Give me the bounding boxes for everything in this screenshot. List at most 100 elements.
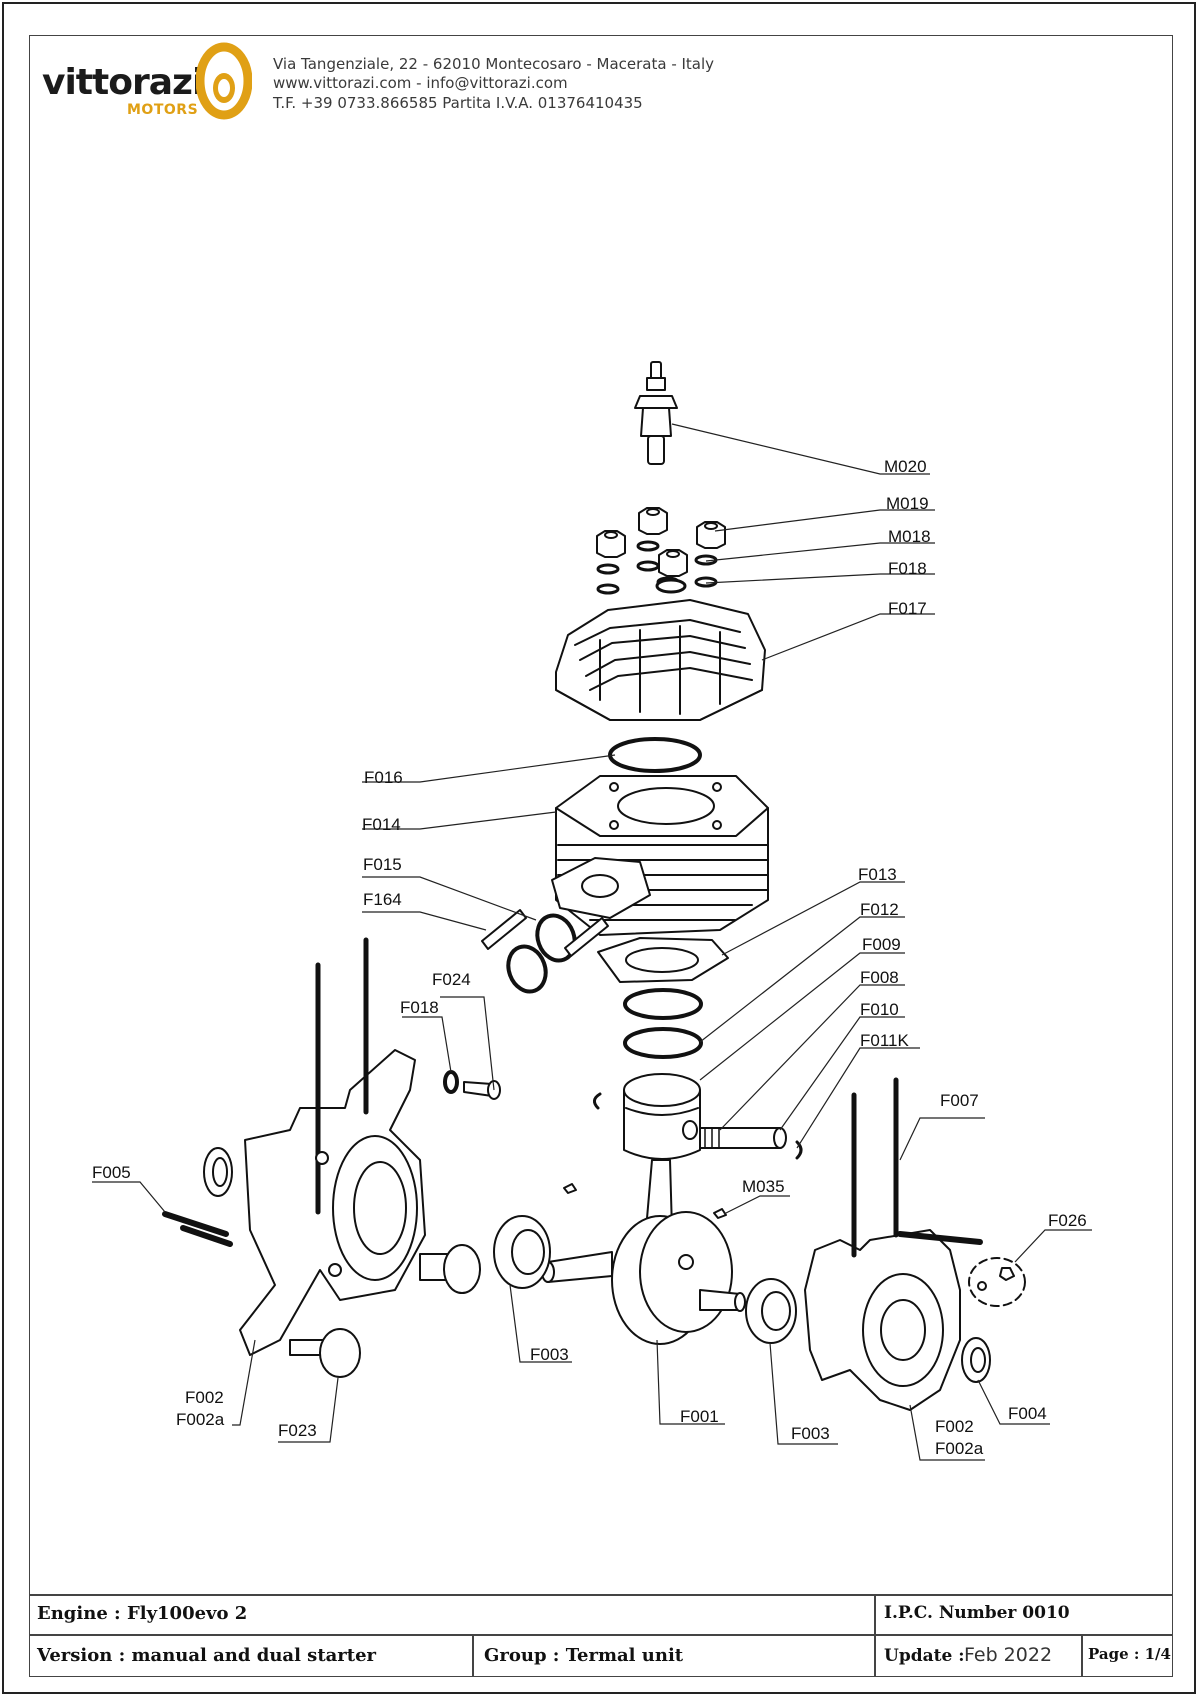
right-crankcase-half <box>804 1077 983 1411</box>
ipc-number: I.P.C. Number 0010 <box>884 1603 1070 1623</box>
side-bolt <box>463 1080 501 1100</box>
part-label-M035: M035 <box>742 1177 785 1196</box>
part-label-F012: F012 <box>860 900 899 919</box>
part-label-F010: F010 <box>860 1000 899 1019</box>
small-key <box>563 1183 577 1194</box>
woodruff-key <box>713 1208 727 1219</box>
leader-F018-left <box>402 1016 452 1073</box>
intake-o-ring-upper <box>535 913 577 963</box>
left-oil-seal <box>203 1147 233 1197</box>
part-label-M018: M018 <box>888 527 931 546</box>
company-logo-text: vittorazi <box>42 62 204 103</box>
leader-F017 <box>761 613 935 661</box>
leader-M035 <box>723 1195 790 1215</box>
main-bearing-right <box>745 1278 797 1344</box>
part-label-F024: F024 <box>432 970 471 989</box>
cylinder-head-nuts <box>596 507 726 577</box>
leader-lines <box>92 423 1092 1461</box>
leader-F018-top <box>705 573 935 584</box>
leader-F014 <box>362 811 557 830</box>
part-label-F023: F023 <box>278 1421 317 1440</box>
part-label-F007: F007 <box>940 1091 979 1110</box>
leader-F015 <box>362 876 537 921</box>
leader-F003-left <box>509 1284 572 1363</box>
title-block-divider-page <box>1081 1634 1083 1676</box>
part-label-F002a-left: F002a <box>176 1410 225 1429</box>
group-info: Group : Termal unit <box>484 1645 684 1666</box>
company-contact: www.vittorazi.com - info@vittorazi.com <box>273 74 568 92</box>
leader-M019 <box>714 509 935 532</box>
detail-callout-circle <box>968 1257 1026 1307</box>
page-number: Page : 1/4 <box>1088 1645 1171 1663</box>
crankcase-spacer <box>419 1244 481 1294</box>
leader-F013 <box>721 881 905 956</box>
part-label-F014: F014 <box>362 815 401 834</box>
leader-F024 <box>440 996 495 1091</box>
short-studs <box>481 909 609 957</box>
part-label-F002-left: F002 <box>185 1388 224 1407</box>
part-label-F164: F164 <box>363 890 402 909</box>
leader-F011K <box>796 1047 920 1149</box>
part-label-F002a-right: F002a <box>935 1439 984 1458</box>
cylinder-head-shape <box>555 599 766 721</box>
head-o-ring <box>608 737 702 773</box>
part-label-F011K: F011K <box>860 1031 909 1050</box>
intake-o-ring-lower <box>506 944 548 994</box>
part-label-F017: F017 <box>888 599 927 618</box>
piston-pin <box>699 1127 787 1149</box>
leader-F164 <box>362 911 487 931</box>
company-logo-subtext: MOTORS <box>127 102 199 118</box>
leader-F002-left <box>232 1339 256 1426</box>
leader-F004 <box>977 1379 1050 1425</box>
part-label-F026: F026 <box>1048 1211 1087 1230</box>
part-label-M020: M020 <box>884 457 927 476</box>
part-label-F009: F009 <box>862 935 901 954</box>
side-washer <box>443 1070 459 1094</box>
leader-F010 <box>779 1016 905 1131</box>
part-label-F008: F008 <box>860 968 899 987</box>
inner-frame <box>29 35 1173 1677</box>
leader-F005 <box>92 1181 166 1213</box>
title-block-top-rule <box>29 1594 1173 1596</box>
piston-and-conrod <box>623 1073 701 1231</box>
circlip-left <box>593 1092 602 1110</box>
left-screws <box>162 1211 233 1247</box>
piston-ring-top <box>623 988 703 1020</box>
head-washers <box>596 540 718 595</box>
engine-parts-artwork <box>162 361 1026 1411</box>
leader-F001 <box>656 1339 725 1425</box>
leader-F026 <box>1014 1229 1092 1263</box>
cylinder-shape <box>551 775 769 936</box>
title-block: Engine : Fly100evo 2 I.P.C. Number 0010 … <box>29 1594 1173 1676</box>
piston-ring-bottom <box>623 1027 703 1059</box>
title-block-mid-rule <box>29 1634 1173 1636</box>
leader-F002-right <box>909 1404 985 1461</box>
part-label-F018-left: F018 <box>400 998 439 1017</box>
circlip-right <box>795 1140 803 1160</box>
part-label-F001: F001 <box>680 1407 719 1426</box>
part-label-F003-right: F003 <box>791 1424 830 1443</box>
leader-F007 <box>899 1117 985 1161</box>
leader-F023 <box>278 1377 339 1443</box>
cylinder-base-gasket <box>597 937 729 983</box>
leader-F009 <box>699 952 905 1081</box>
part-label-F005: F005 <box>92 1163 131 1182</box>
leader-F016 <box>362 754 616 783</box>
part-label-F004: F004 <box>1008 1404 1047 1423</box>
title-block-divider-right <box>874 1594 876 1676</box>
part-label-F013: F013 <box>858 865 897 884</box>
leader-F008 <box>719 984 905 1131</box>
part-label-F003-left: F003 <box>530 1345 569 1364</box>
title-block-divider-mid <box>472 1634 474 1676</box>
part-label-F018: F018 <box>888 559 927 578</box>
leader-M018 <box>705 542 935 562</box>
right-oil-seal <box>961 1337 991 1383</box>
main-bearing-left <box>493 1215 551 1289</box>
spark-plug-shape <box>634 361 678 465</box>
part-label-M019: M019 <box>886 494 929 513</box>
part-label-F015: F015 <box>363 855 402 874</box>
part-label-F002-right: F002 <box>935 1417 974 1436</box>
leader-F003-right <box>769 1342 838 1445</box>
